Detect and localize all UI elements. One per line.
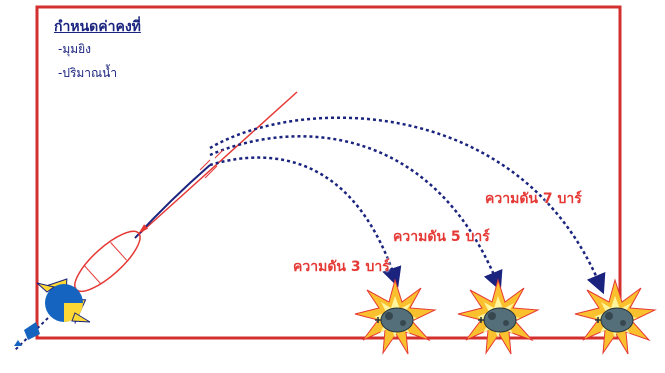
constant-launch-angle: -มุมยิง	[58, 42, 92, 56]
launch-angle-line	[134, 91, 298, 239]
trajectory-5-bar	[209, 135, 503, 292]
explosion-3-bar-icon	[354, 278, 437, 355]
pressure-label-7-bar: ความดัน 7 บาร์	[485, 191, 582, 207]
water-rocket-icon	[36, 224, 149, 325]
explosion-5-bar-icon	[457, 278, 540, 355]
trajectory-7-bar	[209, 116, 606, 295]
explosion-7-bar-icon	[574, 278, 657, 355]
angle-marks	[199, 149, 224, 179]
constants-heading: กำหนดค่าคงที่	[54, 19, 141, 35]
trajectory-3-bar	[209, 156, 402, 288]
constant-water-amount: -ปริมาณน้ำ	[58, 66, 118, 80]
pressure-label-5-bar: ความดัน 5 บาร์	[393, 229, 490, 245]
diagram-frame	[35, 5, 622, 340]
pressure-label-3-bar: ความดัน 3 บาร์	[293, 259, 390, 275]
launcher-base-icon	[14, 317, 49, 351]
